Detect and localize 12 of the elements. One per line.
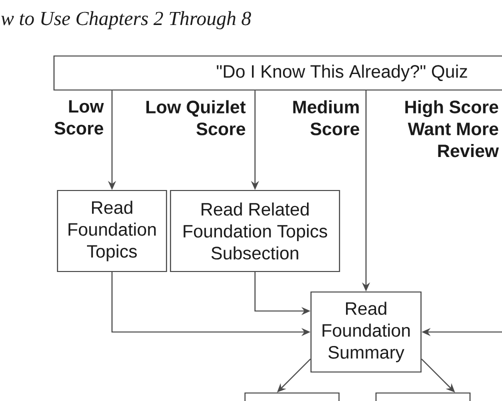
process-box — [244, 392, 340, 401]
process-box: Read Related Foundation Topics Subsection — [170, 190, 340, 272]
edge-label: Low Quizlet Score — [146, 100, 246, 136]
edge-label: Medium Score — [293, 100, 360, 136]
title: w to Use Chapters 2 Through 8 — [1, 11, 252, 30]
arrow — [421, 358, 455, 392]
arrow — [277, 358, 311, 392]
process-box: Read Foundation Summary — [310, 291, 422, 373]
process-box: "Do I Know This Already?" Quiz — [53, 55, 502, 91]
process-box — [375, 392, 471, 401]
edge-label: Low Score — [54, 100, 104, 135]
process-box: Read Foundation Topics — [56, 190, 168, 272]
